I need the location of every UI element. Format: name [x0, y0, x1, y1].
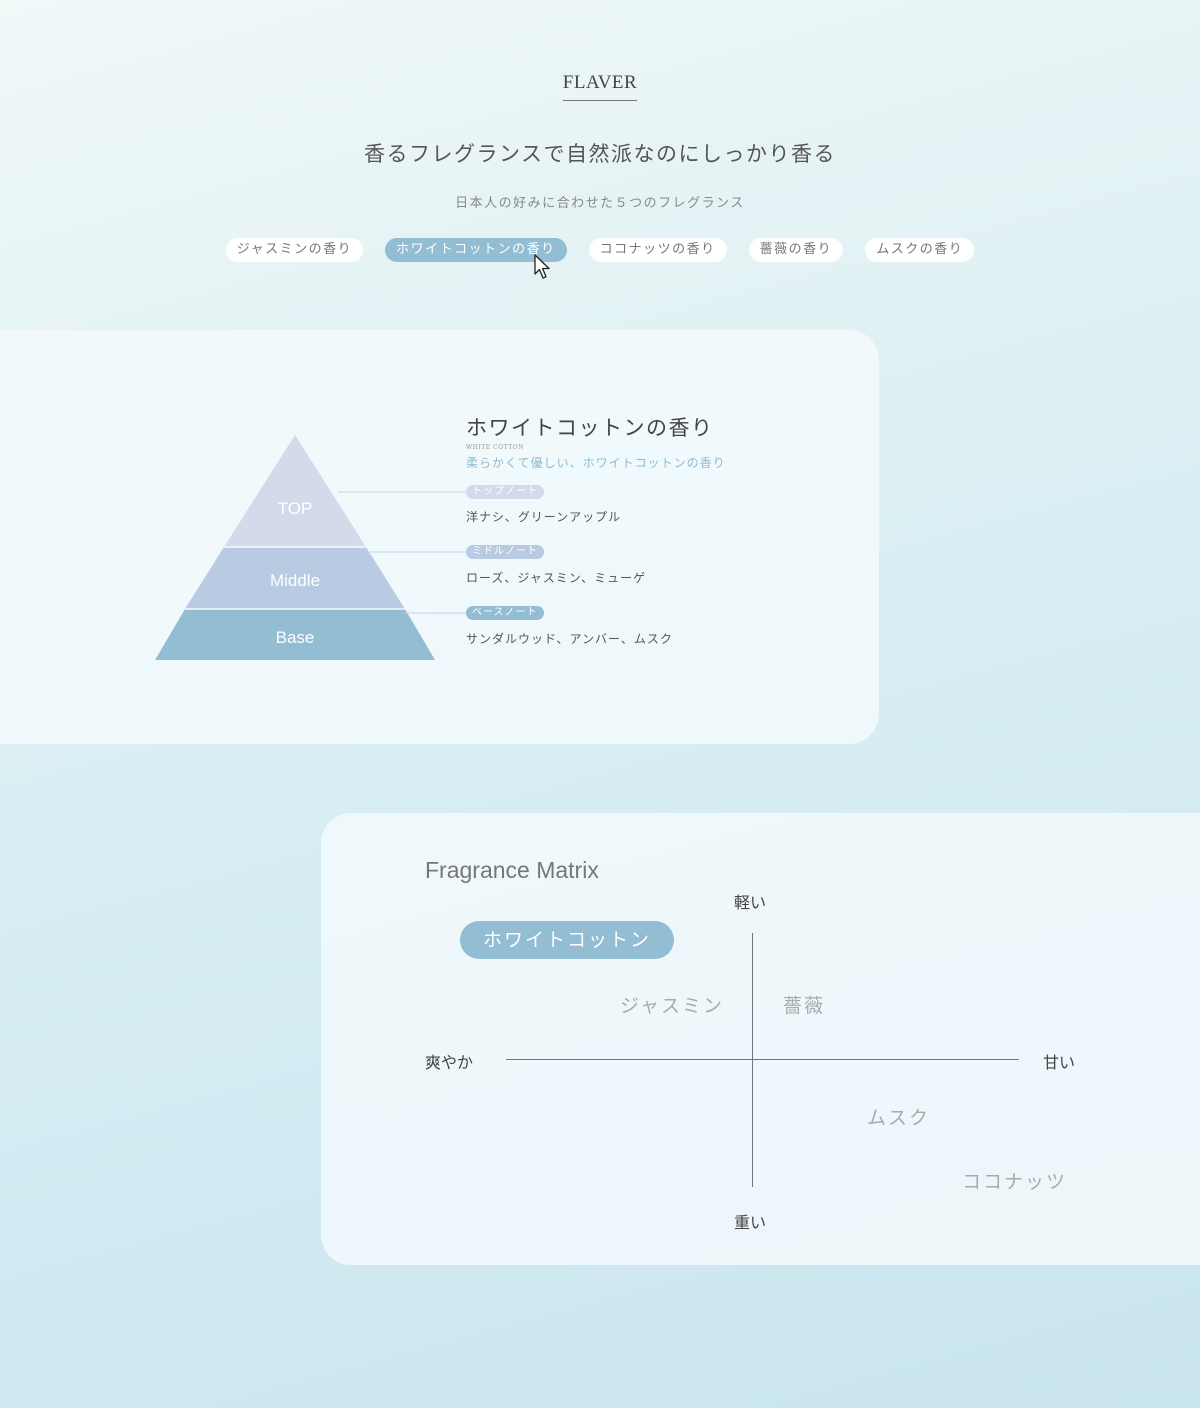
pyramid-base-layer — [155, 609, 435, 660]
pyramid-top-layer — [224, 435, 366, 547]
fragrance-tabs: ジャスミンの香り ホワイトコットンの香り ココナッツの香り 薔薇の香り ムスクの… — [0, 238, 1200, 262]
top-note-badge: トップノート — [466, 485, 544, 499]
tab-white-cotton[interactable]: ホワイトコットンの香り — [385, 238, 567, 262]
mouse-cursor-icon — [534, 254, 550, 279]
matrix-item-musk[interactable]: ムスク — [867, 1107, 931, 1129]
axis-label-heavy: 重い — [734, 1213, 767, 1232]
fragrance-title: ホワイトコットンの香り — [466, 416, 714, 440]
page-subline: 日本人の好みに合わせた５つのフレグランス — [455, 196, 745, 211]
top-note-text: 洋ナシ、グリーンアップル — [466, 510, 622, 524]
tab-coconut[interactable]: ココナッツの香り — [588, 238, 727, 262]
section-label-text: FLAVER — [562, 72, 638, 101]
page-headline: 香るフレグランスで自然派なのにしっかり香る — [363, 142, 837, 166]
matrix-horizontal-axis — [506, 1059, 1019, 1060]
matrix-selected-white-cotton[interactable]: ホワイトコットン — [460, 921, 674, 959]
matrix-item-rose[interactable]: 薔薇 — [783, 995, 826, 1017]
axis-label-fresh: 爽やか — [425, 1053, 474, 1072]
pyramid-middle-label: Middle — [270, 571, 320, 590]
fragrance-notes-card: TOP Middle Base ホワイトコットンの香り WHITE COTTON… — [0, 330, 879, 744]
middle-note-badge: ミドルノート — [466, 545, 544, 559]
base-note-badge: ベースノート — [466, 606, 544, 620]
base-note-text: サンダルウッド、アンバー、ムスク — [466, 632, 673, 646]
pyramid-middle-layer — [185, 547, 405, 609]
matrix-vertical-axis — [752, 933, 753, 1187]
tab-rose[interactable]: 薔薇の香り — [748, 238, 844, 262]
tab-jasmine[interactable]: ジャスミンの香り — [225, 238, 364, 262]
fragrance-pyramid: TOP Middle Base — [155, 435, 466, 660]
matrix-item-jasmine[interactable]: ジャスミン — [620, 995, 725, 1017]
section-label: FLAVER — [0, 72, 1200, 101]
fragrance-matrix-card: Fragrance Matrix 軽い 重い 爽やか 甘い ホワイトコットン ジ… — [321, 813, 1200, 1265]
axis-label-sweet: 甘い — [1043, 1053, 1076, 1072]
fragrance-description: 柔らかくて優しい、ホワイトコットンの香り — [466, 456, 726, 470]
fragrance-subtitle-en: WHITE COTTON — [466, 444, 524, 451]
tab-musk[interactable]: ムスクの香り — [865, 238, 975, 262]
matrix-item-coconut[interactable]: ココナッツ — [962, 1171, 1068, 1193]
axis-label-light: 軽い — [734, 893, 767, 912]
middle-note-text: ローズ、ジャスミン、ミューゲ — [466, 571, 647, 585]
matrix-title: Fragrance Matrix — [425, 857, 599, 883]
pyramid-top-label: TOP — [278, 499, 313, 518]
pyramid-base-label: Base — [276, 628, 315, 647]
